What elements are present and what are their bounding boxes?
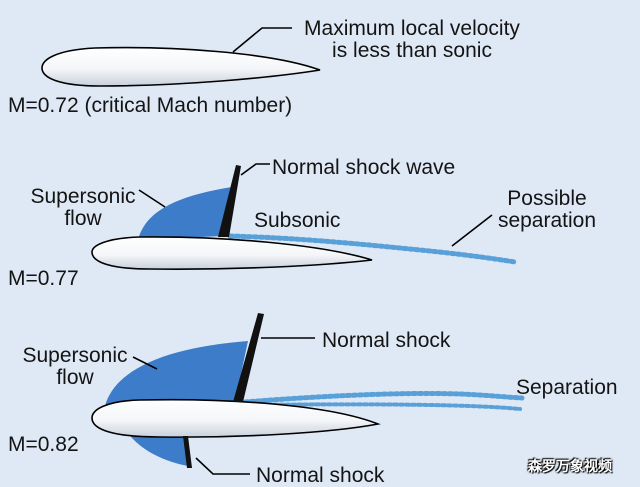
leader-line [195, 457, 250, 475]
leader-line [232, 27, 292, 53]
airfoil [91, 236, 373, 270]
lower-shock-label: Normal shock [256, 464, 385, 487]
upper-shock-label: Normal shock [322, 329, 451, 352]
leader-line [451, 214, 493, 247]
mach-label: M=0.72 (critical Mach number) [8, 94, 293, 117]
normal-shock-lower [183, 436, 192, 468]
panel-mach-082 [91, 313, 525, 475]
supersonic-region-lower [128, 432, 188, 466]
supersonic-flow-label: Supersonic flow [24, 186, 142, 230]
callout-line-1: Maximum local velocity [304, 17, 520, 40]
airfoil [91, 398, 381, 438]
supersonic-region-upper [104, 341, 248, 410]
callout-line-2: is less than sonic [332, 39, 492, 62]
normal-shock-upper [233, 313, 264, 402]
shock-label: Normal shock wave [272, 156, 456, 179]
separation-line-2: separation [497, 209, 597, 232]
supersonic-line-2: flow [56, 366, 94, 389]
supersonic-line-1: Supersonic [22, 344, 128, 367]
wake-separation [248, 402, 522, 411]
leader-line [132, 356, 158, 370]
airfoil [41, 46, 321, 87]
supersonic-region [138, 187, 232, 240]
separation-line-1: Possible [507, 187, 587, 210]
wake-separation [242, 390, 525, 405]
supersonic-flow-label: Supersonic flow [14, 345, 136, 389]
panel-mach-072 [41, 27, 321, 87]
mach-label: M=0.77 [8, 267, 79, 290]
watermark: 森罗万象视频 [528, 458, 612, 474]
wake-separation [227, 233, 518, 265]
possible-separation-label: Possible separation [488, 188, 606, 232]
subsonic-label: Subsonic [254, 209, 341, 232]
normal-shock-wave [218, 165, 241, 237]
supersonic-line-2: flow [64, 207, 102, 230]
mach-label: M=0.82 [8, 433, 79, 456]
leader-line [138, 189, 166, 208]
velocity-callout-label: Maximum local velocity is less than soni… [296, 18, 528, 62]
separation-label: Separation [516, 376, 618, 399]
supersonic-line-1: Supersonic [30, 185, 136, 208]
panel-mach-077 [91, 163, 518, 270]
leader-line [240, 163, 270, 176]
